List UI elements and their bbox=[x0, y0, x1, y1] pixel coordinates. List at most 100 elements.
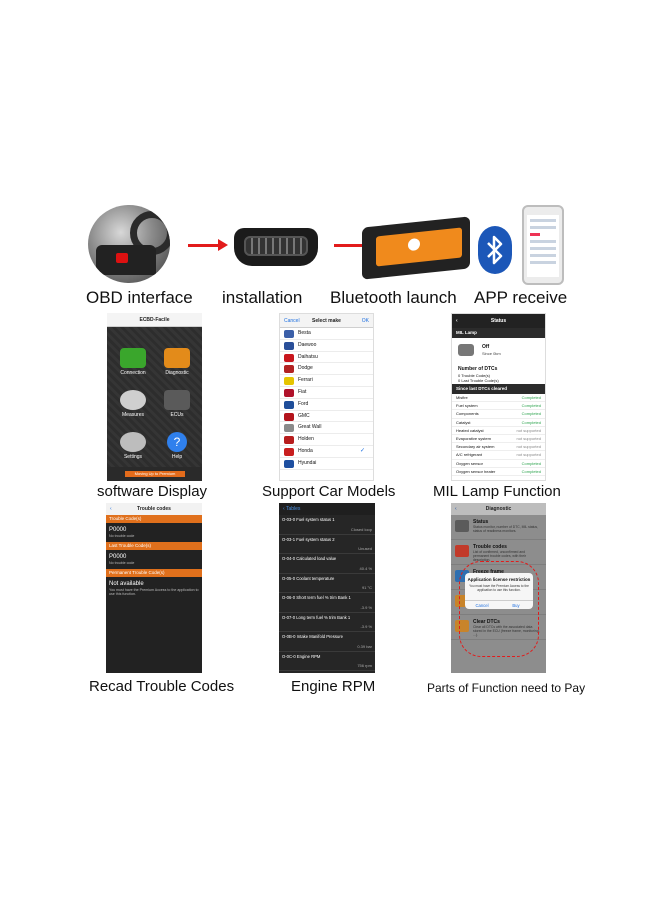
ecu-icon bbox=[164, 390, 190, 410]
pid-name: O-0B-0 Intake Manifold Pressure bbox=[282, 634, 343, 639]
car-make-row[interactable]: Great Wall bbox=[280, 422, 373, 435]
obd-connector-photo bbox=[228, 222, 324, 270]
ecus-tile[interactable]: ECUs bbox=[157, 387, 197, 425]
back-icon[interactable]: ‹ bbox=[455, 506, 457, 512]
car-make-row[interactable]: Daihatsu bbox=[280, 352, 373, 364]
screen-title: Status bbox=[490, 318, 507, 324]
test-status: not supported bbox=[516, 427, 541, 433]
back-button[interactable]: ‹ Tables bbox=[279, 503, 375, 515]
ok-button[interactable]: OK bbox=[361, 318, 369, 324]
pid-name: O-03-1 Fuel system status 2 bbox=[282, 536, 335, 542]
car-make-row[interactable]: Ford bbox=[280, 399, 373, 411]
readiness-test-row: Fuel system Completed bbox=[452, 402, 545, 411]
test-name: Evaporative system bbox=[456, 435, 491, 441]
back-icon[interactable]: ‹ bbox=[110, 506, 112, 512]
diagnostic-item-title: Trouble codes bbox=[473, 544, 507, 550]
pid-value: Unused bbox=[358, 546, 372, 551]
diagnostic-item-title: Clear DTCs bbox=[473, 619, 500, 625]
screen-title: ECBD-Facile bbox=[107, 313, 202, 327]
trouble-code-desc: No trouble code bbox=[109, 561, 135, 565]
test-status: Completed bbox=[521, 403, 541, 409]
diagnostic-tile[interactable]: Diagnostic bbox=[157, 345, 197, 383]
measures-tile[interactable]: Measures bbox=[113, 387, 153, 425]
screen-title: Trouble codes bbox=[137, 506, 171, 512]
premium-button[interactable]: Moving Up to Premium bbox=[125, 471, 185, 477]
pid-name: O-05-0 Coolant temperature bbox=[282, 575, 335, 581]
pid-row[interactable]: O-06-0 Short term fuel % trim Bank 1-3.9… bbox=[279, 593, 375, 613]
pid-row[interactable]: O-0D-0 Vehicle speed bbox=[279, 671, 375, 673]
pid-row[interactable]: O-03-1 Fuel system status 2 Unused bbox=[279, 535, 375, 554]
test-name: Fuel system bbox=[456, 403, 478, 409]
pid-row[interactable]: O-07-0 Long term fuel % trim Bank 1-3.9 … bbox=[279, 613, 375, 632]
caption-app-receive: APP receive bbox=[474, 288, 568, 307]
cancel-button[interactable]: Cancel bbox=[284, 318, 300, 324]
trouble-code: P0000 bbox=[109, 527, 127, 533]
car-brand-logo-icon bbox=[284, 447, 294, 456]
dialog-message: You must have the Premium Access to the … bbox=[469, 584, 529, 592]
test-status: Completed bbox=[521, 411, 541, 417]
test-status: not supported bbox=[516, 452, 541, 458]
car-make-label: Daihatsu bbox=[298, 353, 318, 360]
test-name: Components bbox=[456, 411, 479, 417]
obd-port-photo bbox=[88, 205, 170, 283]
readiness-test-row: Catalyst Completed bbox=[452, 419, 545, 427]
caption-support-car-models: Support Car Models bbox=[262, 483, 396, 500]
car-make-row[interactable]: Dodge bbox=[280, 363, 373, 376]
test-status: Completed bbox=[521, 395, 541, 400]
pid-name: O-07-0 Long term fuel % trim Bank 1 bbox=[282, 614, 351, 620]
caption-bluetooth-launch: Bluetooth launch bbox=[330, 288, 457, 307]
dtc-count-label: Number of DTCs bbox=[458, 366, 498, 372]
mil-section-header: MIL Lamp bbox=[452, 328, 545, 338]
car-make-row[interactable]: Holden bbox=[280, 434, 373, 446]
car-make-row[interactable]: GMC bbox=[280, 411, 373, 423]
readiness-test-row: Components Completed bbox=[452, 410, 545, 419]
car-make-row[interactable]: Fiat bbox=[280, 387, 373, 399]
help-icon: ? bbox=[167, 432, 187, 452]
trouble-code: Not available bbox=[109, 581, 144, 587]
bluetooth-icon bbox=[478, 226, 512, 274]
help-tile[interactable]: ?Help bbox=[157, 429, 197, 467]
test-name: Catalyst bbox=[456, 419, 471, 425]
car-make-row[interactable]: Daewoo bbox=[280, 340, 373, 352]
arrow-right-icon bbox=[334, 239, 372, 251]
car-make-row[interactable]: Hyundai bbox=[280, 458, 373, 470]
diagnostic-item-icon bbox=[455, 620, 469, 632]
mil-lamp-screen: ‹Status MIL Lamp Off Since 0km Number of… bbox=[451, 313, 546, 481]
car-make-row[interactable]: Honda✓ bbox=[280, 446, 373, 458]
car-brand-logo-icon bbox=[284, 365, 294, 374]
connection-tile[interactable]: Connection bbox=[113, 345, 153, 383]
car-brand-logo-icon bbox=[284, 459, 294, 468]
last-trouble-code-count: 0 Last Trouble Code(s) bbox=[458, 378, 499, 383]
diagnostic-item-desc: List of confirmed, unconfirmed and perma… bbox=[473, 550, 526, 562]
dialog-buy-button[interactable]: Buy bbox=[512, 603, 520, 608]
diagnostic-item-icon bbox=[455, 545, 469, 557]
mil-state: Off bbox=[482, 344, 490, 350]
section-header: Permanent Trouble Code(s) bbox=[106, 569, 202, 577]
test-status: Completed bbox=[521, 419, 541, 425]
car-make-row[interactable]: Besta bbox=[280, 328, 373, 340]
dialog-cancel-button[interactable]: Cancel bbox=[475, 603, 489, 608]
car-brand-logo-icon bbox=[284, 353, 294, 362]
car-make-row[interactable]: Ferrari bbox=[280, 375, 373, 387]
caption-parts-need-to-pay: Parts of Function need to Pay bbox=[427, 681, 586, 695]
back-icon[interactable]: ‹ bbox=[456, 318, 458, 324]
test-name: Heated catalyst bbox=[456, 427, 484, 433]
settings-tile[interactable]: Settings bbox=[113, 429, 153, 467]
